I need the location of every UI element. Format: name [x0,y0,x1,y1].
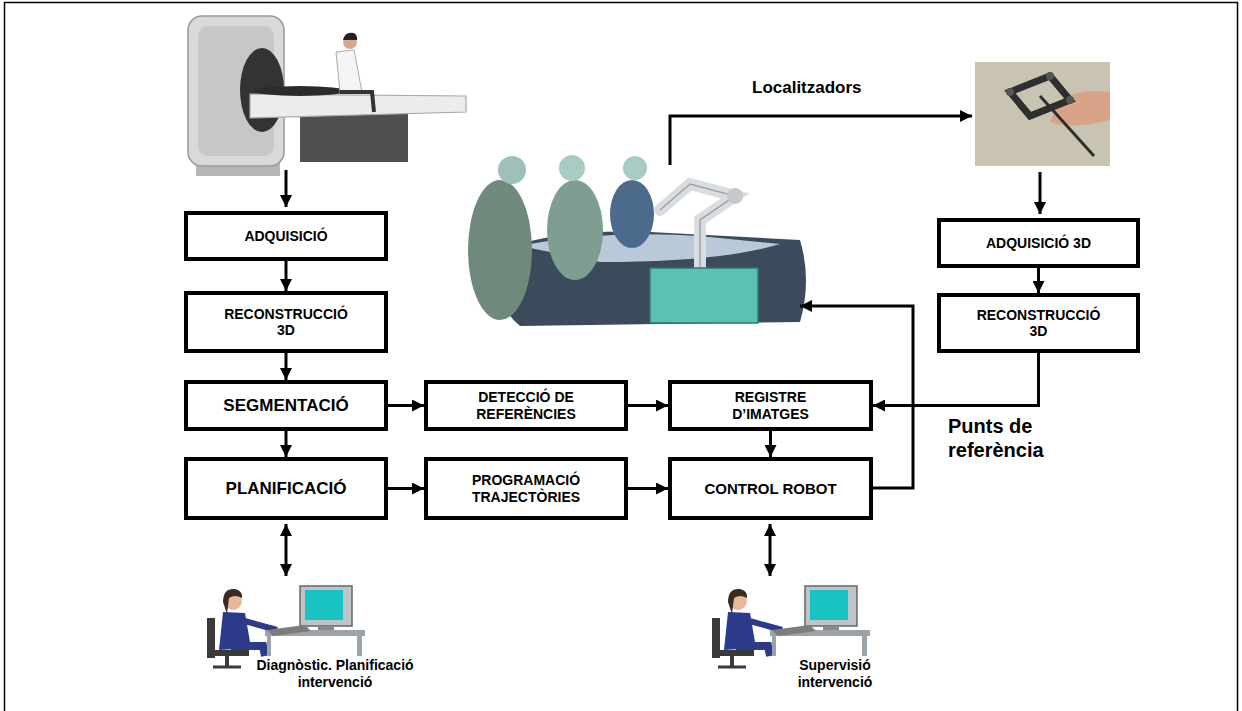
connector-arrow [628,487,668,490]
operating-room [468,180,532,320]
caption-label: Supervisió intervenció [785,657,885,691]
box-label: CONTROL ROBOT [704,480,836,497]
connector-arrow [388,487,424,490]
box-label: SEGMENTACIÓ [223,396,348,416]
connector-arrow [769,431,772,457]
operating-room [497,231,806,326]
ct-scanner [188,16,466,176]
box-label: DETECCIÓ DE REFERÈNCIES [456,389,596,421]
box-label: ADQUISICIÓ 3D [986,235,1091,251]
box-label: ADQUISICIÓ [244,228,327,244]
connector-arrow [285,261,288,291]
frame [5,3,1238,711]
connector-arrow [285,431,288,457]
localizer-photo [1050,91,1110,126]
process-box: PLANIFICACIÓ [184,457,388,520]
operating-room [623,156,647,180]
connector-arrow [388,404,424,407]
operating-room [498,156,526,184]
process-box: DETECCIÓ DE REFERÈNCIES [424,380,628,431]
operating-room [559,155,585,181]
localizer-photo [975,62,1110,166]
operating-room [610,180,654,248]
flow-arrow [285,524,288,576]
process-box: ADQUISICIÓ 3D [937,218,1140,268]
process-box: CONTROL ROBOT [668,457,873,520]
ct-scanner [336,50,362,92]
flow-arrow [769,524,772,576]
operating-room [468,155,806,326]
connector-arrow [1037,268,1040,293]
process-box: REGISTRE D’IMATGES [668,380,873,431]
connector-arrow [873,353,1039,406]
operating-room [727,188,743,204]
localizer-photo [1006,88,1014,96]
process-box: RECONSTRUCCIÓ 3D [184,291,388,353]
ct-scanner [340,92,374,112]
box-label: RECONSTRUCCIÓ 3D [966,307,1111,339]
process-box: SEGMENTACIÓ [184,380,388,431]
operating-room [650,268,758,323]
ct-scanner [250,94,466,118]
caption-label: Punts de referència [948,414,1068,462]
flow-arrow [285,170,288,207]
caption-label: Diagnòstic. Planificació intervenció [240,657,430,691]
box-label: RECONSTRUCCIÓ 3D [214,306,359,338]
operating-room [660,184,735,268]
localizer-photo [975,62,1110,166]
box-label: PROGRAMACIÓ TRAJECTÒRIES [456,472,596,504]
operating-room [547,180,603,280]
process-box: ADQUISICIÓ [184,211,388,261]
ct-scanner [254,86,346,96]
localizer-photo [1066,96,1074,104]
ct-scanner [343,33,357,40]
localizer-photo [1046,72,1054,80]
flow-arrow [670,116,972,165]
caption-label: Localitzadors [752,78,912,98]
operator-icon [207,586,365,667]
process-box: PROGRAMACIÓ TRAJECTÒRIES [424,457,628,520]
operating-room [660,184,735,268]
box-label: PLANIFICACIÓ [226,479,347,499]
flow-arrow [286,116,1040,576]
process-box: RECONSTRUCCIÓ 3D [937,293,1140,353]
box-label: REGISTRE D’IMATGES [711,389,831,421]
operator-icon [712,586,870,667]
ct-scanner [300,112,408,162]
localizer-photo [1040,96,1094,156]
connector-arrow [628,404,668,407]
connector-arrow [285,353,288,380]
flow-arrow [1039,172,1042,214]
